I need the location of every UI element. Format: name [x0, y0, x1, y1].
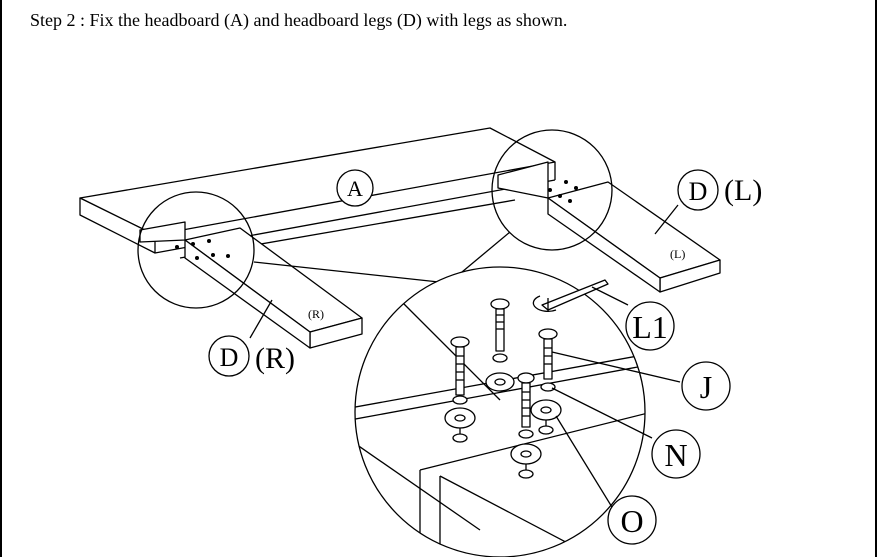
- magnified-detail: [354, 266, 681, 557]
- callout-leg-right: D (R): [208, 335, 295, 377]
- callout-j-label: J: [700, 369, 712, 405]
- allen-key: [532, 279, 609, 312]
- callout-flat-washer: O: [607, 495, 657, 545]
- callout-d-right-side: (R): [255, 342, 295, 375]
- step-instruction: Step 2 : Fix the headboard (A) and headb…: [30, 10, 568, 30]
- detail-circle-right-joint: [137, 191, 255, 309]
- bolt-left: [444, 336, 476, 443]
- callout-d-left-letter: D: [689, 177, 708, 206]
- bolt-top: [485, 298, 515, 392]
- callout-allen-key: L1: [625, 301, 675, 351]
- callout-bolt: J: [681, 361, 731, 411]
- callout-leg-left: D (L): [677, 169, 762, 211]
- detail-circle-left-joint: [491, 129, 613, 251]
- leg-right-board-mark: (R): [308, 307, 324, 321]
- callout-d-left-side: (L): [724, 174, 762, 207]
- bolt-bottom: [510, 372, 542, 479]
- callout-a-label: A: [347, 176, 363, 201]
- bolt-right: [530, 328, 562, 435]
- callout-o-label: O: [620, 503, 643, 539]
- callout-d-right-letter: D: [220, 343, 239, 372]
- projection-line: [253, 261, 449, 284]
- callout-headboard: A: [336, 169, 374, 207]
- leg-right-board: (R): [139, 221, 363, 349]
- callout-l1-label: L1: [632, 309, 668, 345]
- callout-spring-washer: N: [651, 429, 701, 479]
- callout-n-label: N: [664, 437, 687, 473]
- leg-left-board-mark: (L): [670, 247, 685, 261]
- leg-left-board: (L): [497, 161, 721, 293]
